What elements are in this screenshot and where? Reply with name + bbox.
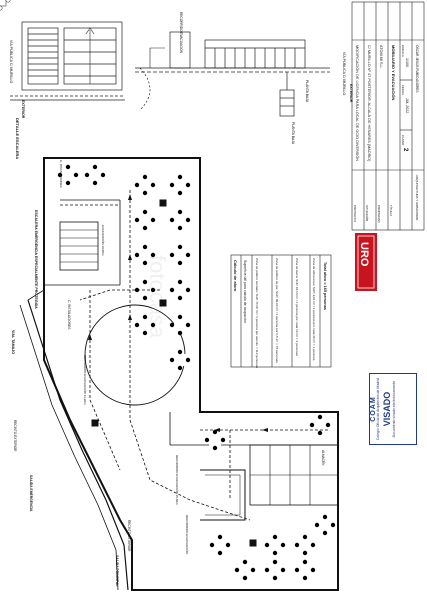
occupancy-heading: Cálculo de aforo xyxy=(233,260,238,292)
tb-label-propiedad: PROPIEDAD xyxy=(377,205,381,224)
label-planta-2: PLANTA BAJA xyxy=(305,80,309,103)
tb-date: JUL 2022 xyxy=(405,98,409,113)
visado-stamp: COAM Colegio Oficial de Arquitectos de M… xyxy=(369,373,417,445)
tb-label-situacion: SITUACIÓN xyxy=(365,205,370,221)
occupancy-row-3: Zona de barra: SUP. 18,13 m² / 1 persona… xyxy=(295,258,299,356)
tb-label-escala: ESCALA xyxy=(401,45,405,57)
firm-logo: URO xyxy=(355,233,377,291)
planta-label-1: PLANTA BAJA xyxy=(291,122,295,145)
tb-label-fecha: FECHA xyxy=(401,85,405,95)
tb-project: MODIFICACIÓN DE LICENCIA PARA LOCAL DE O… xyxy=(355,45,360,161)
via-publica-label-2: VÍA PÚBLICA C/ MURILLO xyxy=(342,52,347,96)
occupancy-row-2: Zona de público de pie: SUP. 39,00 m² / … xyxy=(275,258,279,363)
tb-plan-no: 2 xyxy=(402,148,408,152)
floor-plan-walls xyxy=(19,157,339,591)
exterior-label-2: EXTERIOR xyxy=(349,84,353,103)
label-salida-emergencia: SALIDA EMERGENCIA xyxy=(29,475,33,512)
watermark-text: fotocasa xyxy=(145,255,170,339)
tb-address: C/ MURILLO Nº 47 POSTERIOR. ALCALÁ DE HE… xyxy=(367,45,371,162)
occupancy-subheading: Superficie útil para cálculo de ocupació… xyxy=(243,260,247,323)
tb-drawn-by: ÓSCAR JESÚS RUBIO ANDRÉS xyxy=(415,45,420,92)
tb-sheet-title: MOBILIARIO Y EVACUACIÓN xyxy=(391,45,396,100)
label-vial-tamajo: VIAL TAMAJO xyxy=(11,330,15,354)
label-instalaciones-2: C. INSTALACIONES xyxy=(59,160,63,188)
tb-firm-caption: ARQUITECTURA Y URBANISMO xyxy=(415,175,419,221)
evac-vertical-label: RECORRIDO EVACUACIÓN xyxy=(179,12,184,54)
top-left-stair-detail xyxy=(10,21,125,101)
firm-logo-text: URO xyxy=(358,242,370,267)
evacuation-arrows xyxy=(88,194,268,432)
label-almacen: ALMACÉN xyxy=(321,450,326,466)
via-publica-label-1: VÍA PÚBLICA C/ MURILLO xyxy=(9,40,14,84)
tb-label-plano: PLANO xyxy=(401,135,405,146)
label-c-instalaciones: C. INSTALACIONES xyxy=(67,300,71,329)
tb-label-proyecto: PROYECTO xyxy=(353,205,357,222)
title-block xyxy=(351,1,425,231)
tb-label-titulo: TÍTULO xyxy=(389,205,393,216)
stamp-foot: Documento visado electrónicamente xyxy=(391,380,396,438)
occupancy-row-1: Zona de público sentado: SUP. 70,00 m² /… xyxy=(255,258,259,368)
top-right-section-detail xyxy=(135,31,330,117)
exterior-label-1: EXTERIOR xyxy=(21,100,25,119)
label-recorrido-2: RECORRIDO EVACUACIÓN 15,80m xyxy=(175,455,180,505)
occupancy-total: Total aforo = 165 personas xyxy=(323,262,327,310)
tb-scale: 1/100 xyxy=(405,58,409,67)
detail-label-1: DETALLE ESCALERA xyxy=(15,118,20,159)
stamp-sub: Colegio Oficial de Arquitectos de Madrid xyxy=(376,377,380,441)
label-salida-principal: SALIDA PRINCIPAL xyxy=(115,555,119,586)
label-recinto-1: RECINTO EXTERIOR xyxy=(13,420,17,452)
label-recinto-2: RECINTO EXTERIOR xyxy=(127,520,131,552)
occupancy-row-4: Zona de almacenes: SUP. 9,61 m² / 1 pers… xyxy=(312,258,316,361)
label-escape: EVACUACIÓN 19,58m xyxy=(101,225,106,256)
label-escalera-emergencia: ESCALERA EMERGENCIA ESPECIALMENTE PROTEG… xyxy=(34,210,38,309)
furniture-tables xyxy=(0,0,11,11)
occupancy-table xyxy=(230,254,332,368)
label-recorrido-1: RECORRIDO EVACUACIÓN 13,96m xyxy=(83,355,88,405)
label-recorrido-3: RECORRIDO EVACUACIÓN xyxy=(185,515,190,554)
tb-client: ATOM 88 S.L. xyxy=(379,45,383,69)
stamp-main: VISADO xyxy=(381,391,392,427)
